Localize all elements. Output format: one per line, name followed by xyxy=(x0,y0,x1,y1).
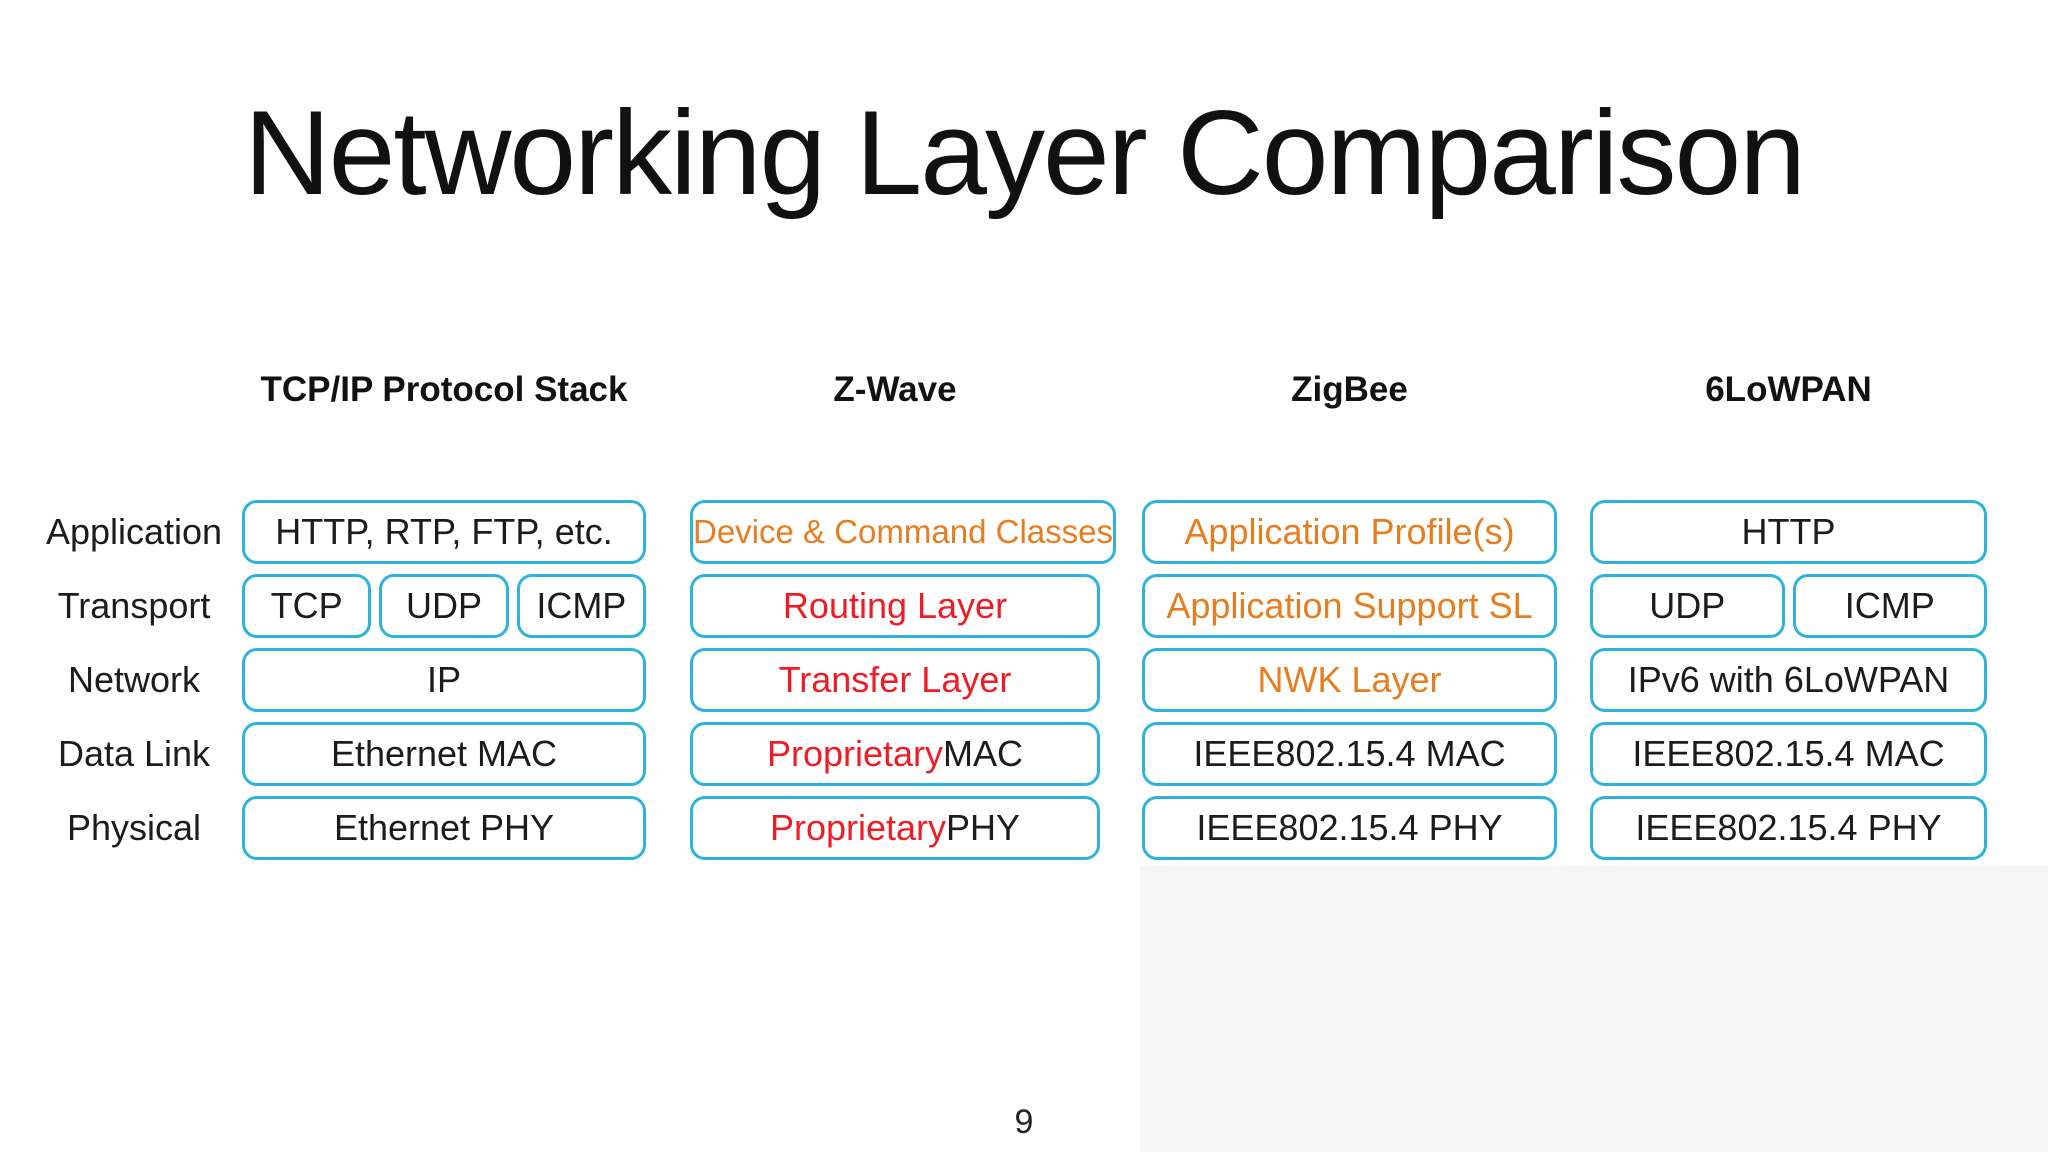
box-label: Application Support SL xyxy=(1166,585,1533,626)
box-application-support-sl: Application Support SL xyxy=(1142,574,1557,638)
box-zigbee-ieee-phy: IEEE802.15.4 PHY xyxy=(1142,796,1557,860)
table-row: Application Support SL xyxy=(1142,574,1557,638)
box-zigbee-ieee-mac: IEEE802.15.4 MAC xyxy=(1142,722,1557,786)
table-row: Ethernet PHY xyxy=(242,796,646,860)
box-http-rtp-ftp: HTTP, RTP, FTP, etc. xyxy=(242,500,646,564)
table-row: Device & Command Classes xyxy=(690,500,1116,564)
box-ethernet-mac: Ethernet MAC xyxy=(242,722,646,786)
row-label-physical: Physical xyxy=(66,807,202,848)
table-row: IPv6 with 6LoWPAN xyxy=(1590,648,1987,712)
box-label-part: MAC xyxy=(943,733,1024,774)
box-proprietary-mac: Proprietary MAC xyxy=(690,722,1100,786)
row-label-data-link: Data Link xyxy=(57,733,211,774)
box-icmp: ICMP xyxy=(516,574,646,638)
box-device-command-classes: Device & Command Classes xyxy=(690,500,1116,564)
table-row: HTTP xyxy=(1590,500,1987,564)
table-row: UDP ICMP xyxy=(1590,574,1987,638)
box-label: Transfer Layer xyxy=(778,659,1012,700)
table-row: Routing Layer xyxy=(690,574,1100,638)
box-routing-layer: Routing Layer xyxy=(690,574,1100,638)
box-6lowpan-ieee-phy: IEEE802.15.4 PHY xyxy=(1590,796,1987,860)
table-row: HTTP, RTP, FTP, etc. xyxy=(242,500,646,564)
table-row: IP xyxy=(242,648,646,712)
table-row: NWK Layer xyxy=(1142,648,1557,712)
box-label: NWK Layer xyxy=(1257,659,1442,700)
box-6lowpan-http: HTTP xyxy=(1590,500,1987,564)
box-nwk-layer: NWK Layer xyxy=(1142,648,1557,712)
box-proprietary-phy: Proprietary PHY xyxy=(690,796,1100,860)
box-label: Routing Layer xyxy=(782,585,1008,626)
box-label: UDP xyxy=(1649,585,1726,626)
box-label-part: Proprietary xyxy=(769,807,947,848)
lower-right-shade xyxy=(1140,866,2048,1152)
column-tcpip: TCP/IP Protocol Stack HTTP, RTP, FTP, et… xyxy=(242,370,646,870)
row-label-network: Network xyxy=(67,659,201,700)
box-label: IEEE802.15.4 PHY xyxy=(1196,807,1503,848)
box-label: IEEE802.15.4 PHY xyxy=(1635,807,1942,848)
box-label: HTTP, RTP, FTP, etc. xyxy=(275,511,613,552)
box-udp: UDP xyxy=(379,574,509,638)
box-label-part: Proprietary xyxy=(766,733,944,774)
box-label-part: PHY xyxy=(946,807,1021,848)
box-label: IPv6 with 6LoWPAN xyxy=(1627,659,1950,700)
row-labels-column: Application Transport Network Data Link … xyxy=(38,500,230,870)
box-label: TCP xyxy=(270,585,343,626)
box-6lowpan-udp: UDP xyxy=(1590,574,1785,638)
table-row: IEEE802.15.4 PHY xyxy=(1590,796,1987,860)
box-label: Application Profile(s) xyxy=(1184,511,1515,552)
table-row: IEEE802.15.4 PHY xyxy=(1142,796,1557,860)
box-ethernet-phy: Ethernet PHY xyxy=(242,796,646,860)
box-ip: IP xyxy=(242,648,646,712)
page-number: 9 xyxy=(1014,1103,1034,1141)
box-label: Ethernet PHY xyxy=(333,807,555,848)
table-row: IEEE802.15.4 MAC xyxy=(1590,722,1987,786)
column-header-zwave: Z-Wave xyxy=(833,370,957,409)
row-label-transport: Transport xyxy=(57,585,211,626)
box-label: IP xyxy=(426,659,461,700)
table-row: Proprietary MAC xyxy=(690,722,1100,786)
slide-title: Networking Layer Comparison xyxy=(243,86,1806,220)
column-header-6lowpan: 6LoWPAN xyxy=(1705,370,1872,409)
column-header-zigbee: ZigBee xyxy=(1291,370,1408,409)
table-row: Ethernet MAC xyxy=(242,722,646,786)
box-6lowpan-icmp: ICMP xyxy=(1792,574,1987,638)
box-label: ICMP xyxy=(1844,585,1935,626)
box-application-profiles: Application Profile(s) xyxy=(1142,500,1557,564)
box-tcp: TCP xyxy=(242,574,372,638)
box-ipv6-with-6lowpan: IPv6 with 6LoWPAN xyxy=(1590,648,1987,712)
table-row: TCP UDP ICMP xyxy=(242,574,646,638)
box-label: HTTP xyxy=(1741,511,1836,552)
table-row: Transfer Layer xyxy=(690,648,1100,712)
box-label: ICMP xyxy=(536,585,627,626)
table-row: Proprietary PHY xyxy=(690,796,1100,860)
column-zigbee: ZigBee Application Profile(s) Applicatio… xyxy=(1142,370,1557,870)
box-transfer-layer: Transfer Layer xyxy=(690,648,1100,712)
box-6lowpan-ieee-mac: IEEE802.15.4 MAC xyxy=(1590,722,1987,786)
table-row: Application Profile(s) xyxy=(1142,500,1557,564)
column-6lowpan: 6LoWPAN HTTP UDP ICMP IPv6 with 6LoWPAN … xyxy=(1590,370,1987,870)
column-zwave: Z-Wave Device & Command Classes Routing … xyxy=(690,370,1116,870)
box-label: IEEE802.15.4 MAC xyxy=(1632,733,1945,774)
column-header-tcpip: TCP/IP Protocol Stack xyxy=(260,370,628,409)
box-label: Device & Command Classes xyxy=(693,513,1113,550)
box-label: IEEE802.15.4 MAC xyxy=(1193,733,1506,774)
box-label: UDP xyxy=(405,585,482,626)
table-row: IEEE802.15.4 MAC xyxy=(1142,722,1557,786)
row-label-application: Application xyxy=(45,511,223,552)
box-label: Ethernet MAC xyxy=(330,733,558,774)
